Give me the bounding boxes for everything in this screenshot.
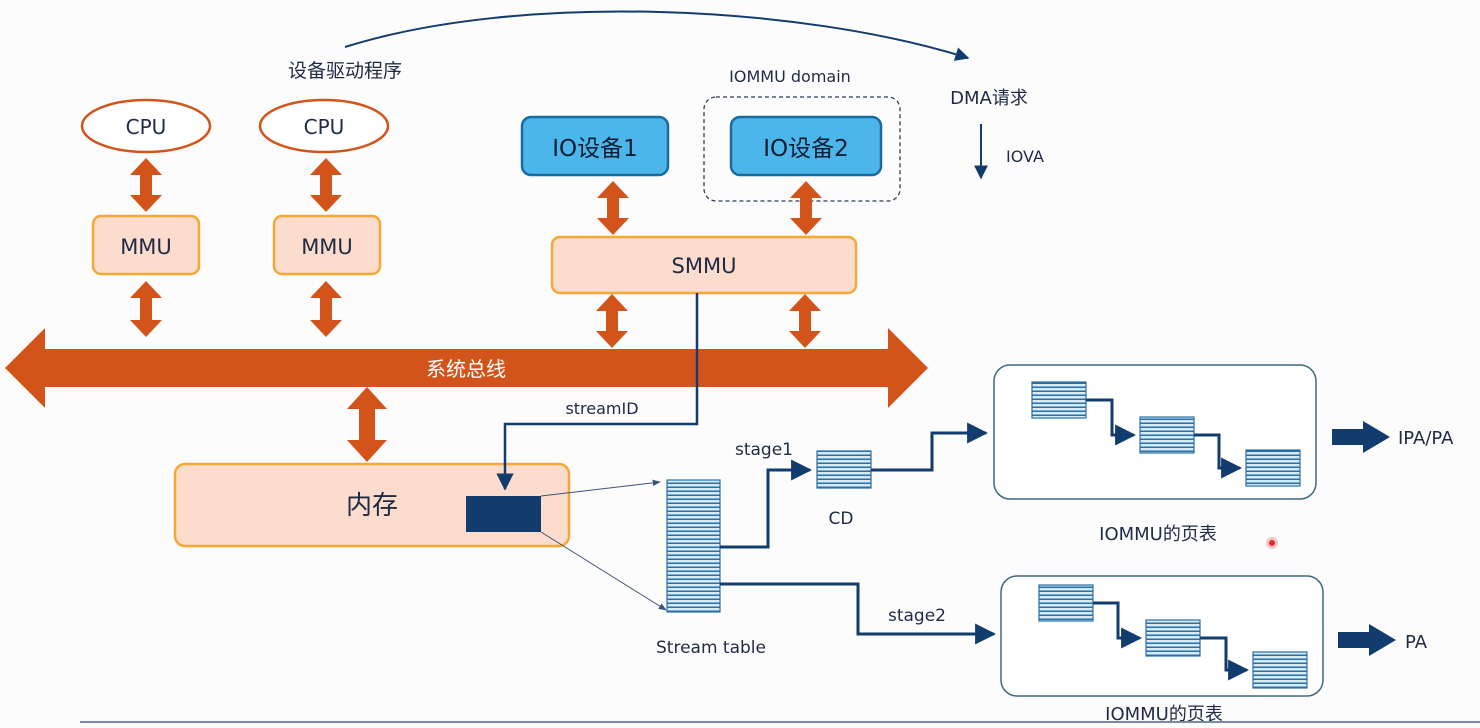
- smmu-bus-left-arrow: [596, 294, 628, 348]
- page-table-1-level-2: [1139, 416, 1195, 454]
- streamid-label: streamID: [565, 399, 638, 418]
- driver-to-dma-curve: [344, 10, 970, 61]
- io2-smmu-arrow: [790, 181, 822, 235]
- cpu-2-label: CPU: [304, 115, 345, 139]
- stage1-label: stage1: [735, 440, 793, 460]
- page-table-1-level-1: [1031, 381, 1087, 419]
- cd-table: [816, 450, 872, 489]
- pointer-dot-core: [1269, 540, 1275, 546]
- io-device-2-box: [729, 115, 883, 177]
- page-table-1-level-3: [1245, 449, 1301, 487]
- io1-smmu-arrow: [597, 181, 629, 235]
- page-table-2-level-2: [1145, 619, 1201, 657]
- page-table-2-link-2: [1200, 636, 1250, 681]
- iommu-domain-label: IOMMU domain: [729, 67, 851, 86]
- system-bus: [5, 328, 928, 408]
- system-bus-label: 系统总线: [426, 357, 506, 381]
- streamid-path: [496, 293, 699, 491]
- cd-label: CD: [829, 509, 854, 529]
- page-table-1-link-1: [1086, 398, 1137, 446]
- output-1-label: IPA/PA: [1398, 428, 1454, 449]
- io-device-1-label: IO设备1: [552, 136, 638, 162]
- page-table-2-label: IOMMU的页表: [1105, 704, 1223, 724]
- page-table-2-level-3: [1252, 651, 1308, 689]
- io-device-2-label: IO设备2: [763, 136, 849, 162]
- smmu-label: SMMU: [672, 254, 737, 278]
- memory-label: 内存: [346, 491, 398, 521]
- io-device-1-box: [520, 115, 670, 177]
- dma-request-label: DMA请求: [950, 88, 1028, 109]
- page-table-1-label: IOMMU的页表: [1099, 524, 1217, 545]
- stream-table: [666, 479, 721, 613]
- double-arrows: [130, 158, 822, 462]
- cpu-1-ellipse: [80, 98, 212, 154]
- smmu-bus-right-arrow: [789, 294, 821, 348]
- cpu-2-ellipse: [258, 98, 390, 154]
- page-table-2-link-1: [1093, 601, 1143, 649]
- output-1-arrow: [1332, 421, 1390, 453]
- output-2-label: PA: [1405, 632, 1428, 653]
- mmu1-bus-arrow: [130, 281, 162, 337]
- mmu-2-label: MMU: [301, 235, 353, 259]
- cpu2-mmu2-arrow: [310, 158, 342, 212]
- bus-memory-arrow: [347, 387, 387, 462]
- mmu2-bus-arrow: [310, 281, 342, 337]
- mmu-1-box: [91, 214, 201, 276]
- iova-label: IOVA: [1006, 147, 1044, 166]
- stage2-label: stage2: [888, 606, 946, 626]
- cd-to-pagetable-path: [871, 422, 989, 472]
- driver-label: 设备驱动程序: [288, 60, 402, 82]
- block-to-table-top: [540, 479, 661, 497]
- cpu1-mmu1-arrow: [130, 158, 162, 212]
- smmu-box: [550, 235, 858, 295]
- page-table-1-link-2: [1194, 433, 1243, 479]
- stream-table-label: Stream table: [656, 638, 766, 658]
- page-table-2-level-1: [1038, 584, 1094, 622]
- mmu-1-label: MMU: [120, 235, 172, 259]
- cpu-1-label: CPU: [126, 115, 167, 139]
- mmu-2-box: [272, 214, 382, 276]
- iommu-domain-box: [703, 96, 901, 202]
- block-to-table-bottom: [540, 531, 667, 611]
- memory-block: [466, 496, 541, 532]
- stage1-path: [720, 459, 813, 549]
- stage2-path: [720, 582, 997, 645]
- output-2-arrow: [1338, 624, 1396, 656]
